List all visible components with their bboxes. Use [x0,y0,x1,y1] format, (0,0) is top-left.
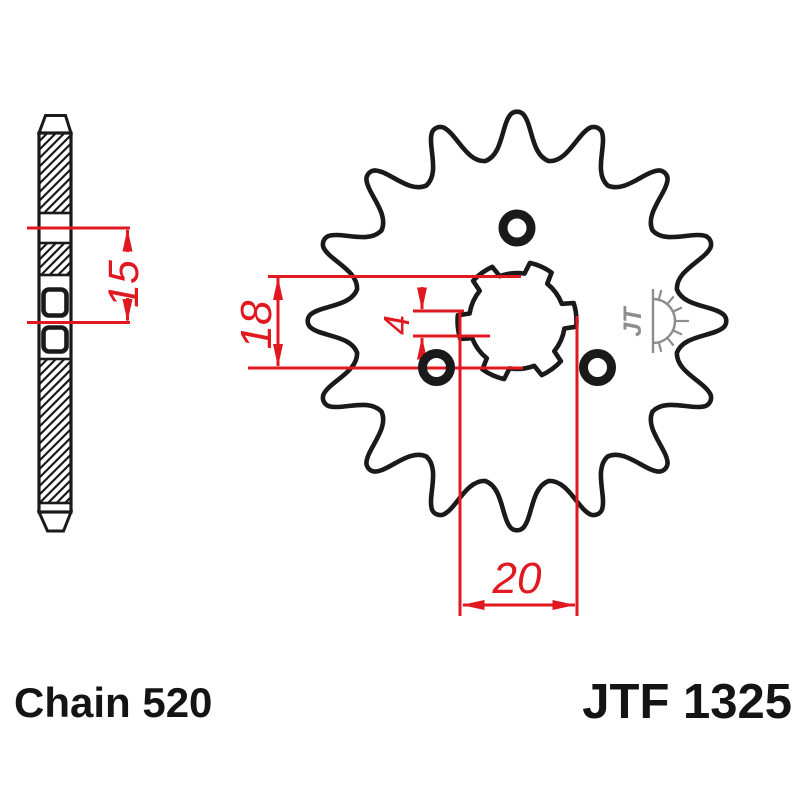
spline-bore-hole [455,260,579,382]
side-view-top-tip [36,114,74,135]
hatch-line [38,385,72,420]
hatch-line [38,419,72,454]
hatch-line [38,242,66,270]
hatch-line [47,479,72,504]
hatch-line [38,368,72,403]
hatch-line [38,462,72,496]
hatch-line [38,358,49,369]
logo-sun-ray [657,342,663,353]
hatch-line [38,134,72,168]
hatch-line [38,436,72,471]
side-view-bottom-tip [36,510,74,533]
arrowhead [273,344,283,367]
hatch-line [38,428,72,462]
hatch-line [68,210,72,214]
hatch-line [48,252,72,276]
hatch-line [38,360,72,394]
logo-sun-arc [652,297,677,345]
hatch-line [38,132,57,151]
hatch-line [38,159,72,194]
hatch-line [38,402,72,437]
logo-sun-ray [666,337,675,347]
hatch-line [38,411,72,445]
hatch-line [40,244,72,276]
part-number-label: JTF 1325 [582,675,792,729]
dimension-annotations: 15 18 4 20 [27,226,579,616]
hatch-line [38,358,66,386]
dimension-spline-width: 4 [376,287,490,360]
hatch-line [38,151,72,185]
arrowhead [122,228,133,252]
bolt-hole-left [418,349,455,386]
logo-sun-ray [666,295,675,305]
hatch-line [64,496,72,504]
bore-window-lower [41,325,69,354]
hatch-line [57,261,72,276]
hatch-line [43,185,72,214]
hatch-line [51,193,72,214]
hatch-line [38,242,57,261]
hatching [38,132,72,504]
hatch-line [55,487,72,504]
jt-logo-text: JT [619,305,647,337]
front-view [305,109,729,533]
dim-18-label: 18 [232,300,281,349]
hatch-line [38,453,72,488]
bolt-hole-top [498,209,536,247]
hatch-line [38,394,72,428]
hatch-line [38,470,72,504]
chain-size-label: Chain 520 [14,679,212,726]
hatch-line [38,242,49,253]
arrowhead [417,287,427,311]
dim-20-label: 20 [492,554,542,603]
logo-sun-ray [673,329,683,336]
hatch-line [38,142,72,177]
dim-4-label: 4 [376,315,417,335]
hatch-line [65,269,72,276]
logo-sun-rays [657,289,689,353]
logo-sun-ray [657,289,663,300]
logo-sun-ray [673,306,683,313]
bore-window-upper [41,287,69,318]
arrowhead [552,600,576,610]
hatch-line [38,445,72,479]
hatch-line [60,202,72,214]
arrowhead [273,277,283,300]
dimension-spline-outer-diameter: 20 [458,311,579,616]
hatch-line [38,132,49,143]
jt-logo: JT [619,289,689,353]
bolt-holes [418,209,616,386]
hatch-line [38,168,72,202]
bolt-hole-right [579,349,616,386]
arrowhead [461,600,485,610]
hatch-line [38,377,72,411]
hatch-line [38,132,66,160]
dimension-bore-diameter: 18 [232,275,523,370]
hatch-line [38,176,72,211]
arrowhead [122,299,133,322]
hatch-line [38,358,57,377]
